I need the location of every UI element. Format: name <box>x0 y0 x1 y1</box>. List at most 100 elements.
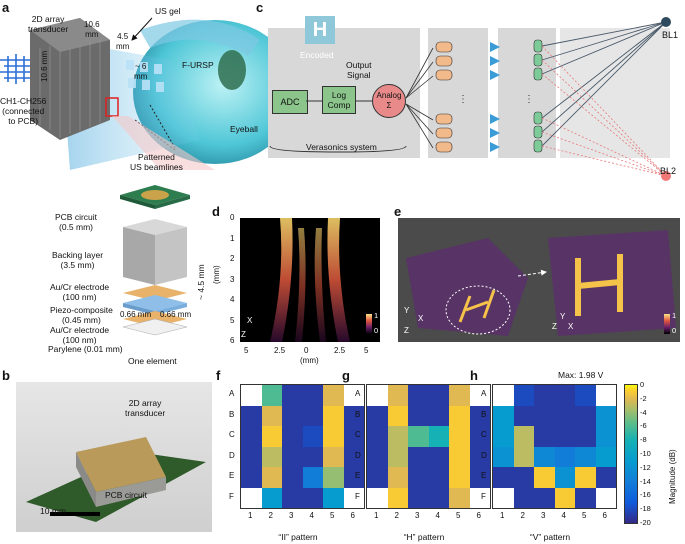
encoded-letter-icon: H <box>305 16 335 44</box>
heatmap-cell <box>513 467 534 488</box>
volume-render-bg <box>398 218 680 342</box>
d-xlabel: (mm) <box>300 356 319 365</box>
output-signal-label: Output Signal <box>346 60 372 80</box>
heatmap-col-label: 4 <box>435 511 440 520</box>
layer-label-pcb: PCB circuit (0.5 mm) <box>55 212 98 232</box>
heatmap-cell <box>449 446 470 467</box>
heatmap-cell <box>469 467 490 488</box>
heatmap-cell <box>408 446 429 467</box>
heatmap-cell <box>367 385 388 406</box>
heatmap-cell <box>387 446 408 467</box>
heatmap-cell <box>469 405 490 426</box>
d-colorbar <box>366 314 372 334</box>
triangle-amps <box>490 42 500 152</box>
heatmap-row-label: B <box>481 409 487 419</box>
heatmap-cell <box>261 426 282 447</box>
f-caption: “II” pattern <box>278 532 318 542</box>
heatmap-cell <box>323 487 344 508</box>
d-x-tick: 0 <box>304 346 309 355</box>
heatmap-col-label: 3 <box>541 511 546 520</box>
heatmap-cell <box>387 467 408 488</box>
heatmap-cell <box>449 385 470 406</box>
heatmap-col-label: 5 <box>456 511 461 520</box>
heatmap-cell <box>575 405 596 426</box>
h-shape-large <box>575 254 623 316</box>
d-y-tick: 2 <box>230 254 235 263</box>
transducer-label: 2D array transducer <box>28 14 69 34</box>
heatmap-cell <box>367 405 388 426</box>
heatmap-row-label: D <box>355 450 361 460</box>
panel-e-letter: e <box>394 204 402 219</box>
max-label: Max: 1.98 V <box>558 370 604 380</box>
e-axis-left-z: Z <box>404 326 409 335</box>
heatmap-cell <box>282 467 303 488</box>
heatmap-row-label: D <box>229 450 235 460</box>
heatmap-cell <box>387 385 408 406</box>
e-axis-right-z: Z <box>552 322 557 331</box>
heatmap-cell <box>493 385 514 406</box>
transducer-grid <box>39 40 101 138</box>
d-cbar-min: 0 <box>374 326 379 335</box>
heatmap-cell <box>367 467 388 488</box>
us-gel-label: US gel <box>155 6 181 16</box>
heatmap-row-label: B <box>229 409 235 419</box>
d-axis-z-label: Z <box>241 330 246 339</box>
transducer-photo-top <box>76 437 166 492</box>
heatmap-cell <box>469 446 490 467</box>
heatmap-row-label: E <box>481 471 487 480</box>
heatmap-cell <box>513 487 534 508</box>
d-x-tick: 2.5 <box>274 346 286 355</box>
heatmap-cell <box>323 446 344 467</box>
heatmap-col-label: 3 <box>415 511 420 520</box>
heatmap-cell <box>575 426 596 447</box>
heatmap-cell <box>513 446 534 467</box>
heatmap-cell <box>575 446 596 467</box>
heatmap-col-label: 2 <box>520 511 525 520</box>
heatmap-cell <box>513 405 534 426</box>
heatmap-col-label: 1 <box>374 511 379 520</box>
heatmap-cell <box>282 487 303 508</box>
heatmap-cell <box>282 446 303 467</box>
panel-d-letter: d <box>212 204 220 219</box>
height-label: ~ 4.5 mm <box>196 264 206 300</box>
heatmap-cell <box>469 487 490 508</box>
e-colorbar <box>664 314 670 334</box>
heatmap-cell <box>343 385 364 406</box>
dim-label-3: 10.6 mm <box>40 50 49 82</box>
heatmap-cell <box>241 426 262 447</box>
heatmap-row-label: C <box>229 430 235 439</box>
us-gel-shape <box>140 19 260 56</box>
heatmap-colorbar-tick: -10 <box>640 449 651 458</box>
heatmap-cell <box>302 426 323 447</box>
panel-c-letter: c <box>256 0 264 15</box>
heatmap-cell <box>554 487 575 508</box>
heatmap-cell <box>261 467 282 488</box>
heatmap-cell <box>595 405 616 426</box>
retina-patch <box>218 50 246 90</box>
heatmap-cell <box>534 467 555 488</box>
dim-label-4: ~ 6 mm <box>134 62 148 81</box>
panel-a-letter: a <box>2 0 10 15</box>
photo-pcb-label: PCB circuit <box>105 490 148 500</box>
panel-f-letter: f <box>216 368 221 383</box>
heatmap-cell <box>302 405 323 426</box>
heatmap-cell <box>595 487 616 508</box>
heatmap-col-label: 1 <box>500 511 505 520</box>
heatmap-cell <box>449 426 470 447</box>
heatmap-cell <box>343 446 364 467</box>
d-y-tick: 1 <box>230 233 235 243</box>
heatmap-colorbar-tick: -6 <box>640 421 647 431</box>
heatmap-colorbar-tick: -12 <box>640 462 651 472</box>
heatmap-col-label: 5 <box>330 511 335 520</box>
heatmap-cell <box>261 446 282 467</box>
h-caption: “V” pattern <box>529 532 571 542</box>
heatmap-cell <box>493 405 514 426</box>
heatmap-cell <box>241 467 262 488</box>
heatmap-cell <box>534 405 555 426</box>
heatmap-cell <box>428 385 449 406</box>
heatmap-cell <box>493 487 514 508</box>
heatmap-cell <box>428 487 449 508</box>
heatmap-cell <box>595 446 616 467</box>
d-y-tick: 6 <box>230 336 235 345</box>
bl2-dot <box>661 171 671 181</box>
